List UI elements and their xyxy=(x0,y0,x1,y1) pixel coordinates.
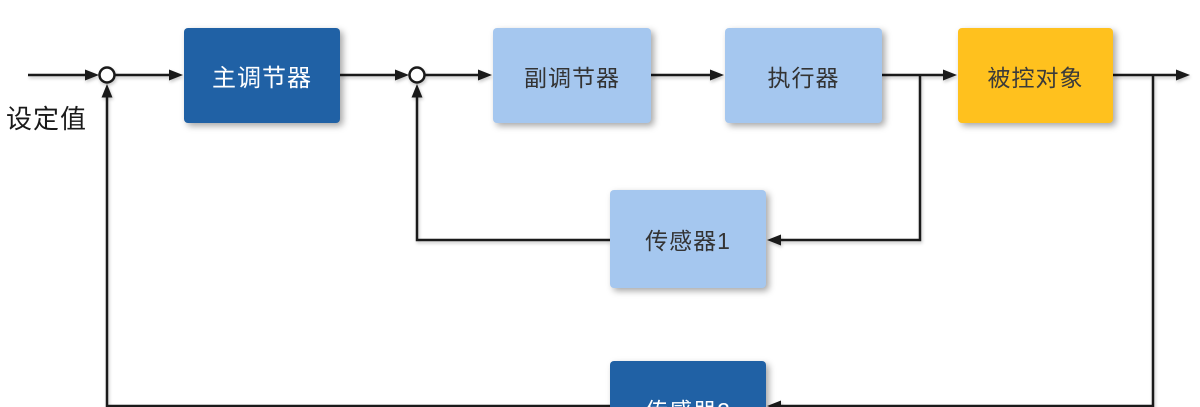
arrowhead-into-sensor1 xyxy=(767,234,781,246)
summing-junction-1 xyxy=(98,66,116,84)
summing-junction-2 xyxy=(408,66,426,84)
block-main-controller: 主调节器 xyxy=(184,28,340,123)
block-actuator: 执行器 xyxy=(725,28,882,123)
block-secondary-controller: 副调节器 xyxy=(493,28,651,123)
block-main-controller-label: 主调节器 xyxy=(212,65,312,92)
arrowhead-into-sensor2 xyxy=(767,400,781,407)
block-sensor-2: 传感器2 xyxy=(610,361,766,407)
setpoint-label: 设定值 xyxy=(6,104,88,134)
arrowhead-sensor2-sum1 xyxy=(101,84,113,98)
arrowhead-actuator-plant xyxy=(943,69,957,81)
block-sensor-1-label: 传感器1 xyxy=(645,228,731,254)
block-controlled-object-label: 被控对象 xyxy=(987,64,1084,91)
arrowhead-main-sum2 xyxy=(395,69,409,81)
arrowhead-sensor1-sum2 xyxy=(411,84,423,98)
connector-branch-sensor2 xyxy=(781,75,1155,407)
connector-sensor1-sum2 xyxy=(415,97,610,242)
arrowhead-output xyxy=(1176,69,1190,81)
block-sensor-1: 传感器1 xyxy=(610,190,766,288)
block-sensor-2-label: 传感器2 xyxy=(645,392,731,407)
arrowhead-input xyxy=(85,69,99,81)
arrowhead-secondary-actuator xyxy=(710,69,724,81)
connector-branch-sensor1 xyxy=(781,75,922,242)
block-secondary-controller-label: 副调节器 xyxy=(524,64,620,91)
connector-sensor2-sum1 xyxy=(105,97,610,407)
arrowhead-sum2-secondary xyxy=(478,69,492,81)
arrowhead-sum1-main xyxy=(169,69,183,81)
block-actuator-label: 执行器 xyxy=(767,64,840,91)
block-controlled-object: 被控对象 xyxy=(958,28,1113,123)
